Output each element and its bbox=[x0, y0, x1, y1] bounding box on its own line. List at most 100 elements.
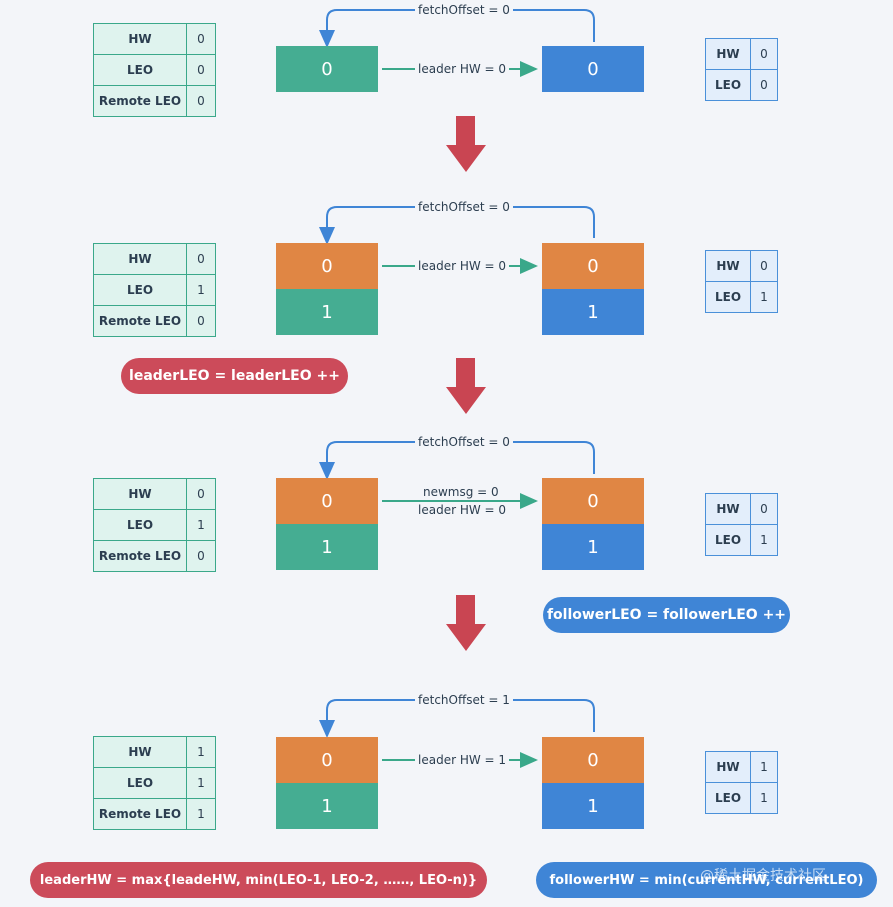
leo-value: 1 bbox=[760, 290, 768, 304]
hw-row: HW 0 bbox=[706, 251, 777, 282]
leader-hw-formula: leaderHW = max{leadeHW, min(LEO-1, LEO-2… bbox=[30, 862, 487, 898]
hw-label: HW bbox=[94, 244, 187, 274]
leo-row: LEO 1 bbox=[706, 282, 777, 312]
leader-hw-label: leader HW = 0 bbox=[415, 62, 510, 76]
remote-leo-value: 0 bbox=[197, 94, 205, 108]
leo-row: LEO 1 bbox=[706, 525, 777, 555]
remote-leo-label: Remote LEO bbox=[94, 306, 187, 336]
hw-value: 0 bbox=[760, 502, 768, 516]
hw-value: 0 bbox=[197, 32, 205, 46]
follower-log-entry: 1 bbox=[542, 524, 644, 570]
leo-value: 1 bbox=[197, 518, 205, 532]
remote-leo-label: Remote LEO bbox=[94, 799, 187, 829]
follower-log-entry: 0 bbox=[542, 737, 644, 783]
leader-log-entry: 1 bbox=[276, 524, 378, 570]
leader-log-entry: 1 bbox=[276, 289, 378, 335]
hw-row: HW 1 bbox=[94, 737, 215, 768]
hw-label: HW bbox=[706, 39, 751, 69]
hw-row: HW 0 bbox=[94, 244, 215, 275]
leader-log-entry: 0 bbox=[276, 243, 378, 289]
remote-leo-label: Remote LEO bbox=[94, 86, 187, 116]
step-arrow-2 bbox=[446, 358, 486, 414]
leo-label: LEO bbox=[94, 510, 187, 540]
remote-leo-row: Remote LEO 0 bbox=[94, 86, 215, 116]
hw-value: 0 bbox=[197, 487, 205, 501]
remote-leo-row: Remote LEO 0 bbox=[94, 541, 215, 571]
leader-register-table: HW 0 LEO 1 Remote LEO 0 bbox=[93, 243, 216, 337]
follower-leo-note: followerLEO = followerLEO ++ bbox=[543, 597, 790, 633]
leader-register-table: HW 0 LEO 1 Remote LEO 0 bbox=[93, 478, 216, 572]
leo-value: 1 bbox=[197, 776, 205, 790]
leo-label: LEO bbox=[706, 525, 751, 555]
leo-row: LEO 1 bbox=[706, 783, 777, 813]
follower-hw-formula: followerHW = min(currentHW, currentLEO) bbox=[536, 862, 877, 898]
follower-register-table: HW 0 LEO 1 bbox=[705, 493, 778, 556]
fetch-offset-label: fetchOffset = 1 bbox=[415, 693, 513, 707]
hw-row: HW 0 bbox=[706, 39, 777, 70]
remote-leo-row: Remote LEO 0 bbox=[94, 306, 215, 336]
hw-label: HW bbox=[706, 251, 751, 281]
leader-log-entry: 1 bbox=[276, 783, 378, 829]
hw-value: 0 bbox=[197, 252, 205, 266]
step-arrow-1 bbox=[446, 116, 486, 172]
leo-label: LEO bbox=[94, 55, 187, 85]
hw-label: HW bbox=[94, 479, 187, 509]
remote-leo-value: 0 bbox=[197, 314, 205, 328]
leo-value: 1 bbox=[760, 791, 768, 805]
leo-row: LEO 0 bbox=[706, 70, 777, 100]
leader-hw-label: leader HW = 0 bbox=[415, 503, 510, 517]
follower-register-table: HW 0 LEO 1 bbox=[705, 250, 778, 313]
remote-leo-label: Remote LEO bbox=[94, 541, 187, 571]
hw-value: 1 bbox=[197, 745, 205, 759]
leo-row: LEO 1 bbox=[94, 768, 215, 799]
follower-log-entry: 0 bbox=[542, 46, 644, 92]
hw-row: HW 0 bbox=[94, 24, 215, 55]
leo-value: 0 bbox=[760, 78, 768, 92]
leader-log-entry: 0 bbox=[276, 46, 378, 92]
leo-value: 1 bbox=[197, 283, 205, 297]
hw-row: HW 0 bbox=[706, 494, 777, 525]
leader-log-entry: 0 bbox=[276, 737, 378, 783]
hw-label: HW bbox=[94, 737, 187, 767]
watermark: @稀土掘金技术社区 bbox=[700, 868, 826, 884]
leader-leo-note: leaderLEO = leaderLEO ++ bbox=[121, 358, 348, 394]
leo-label: LEO bbox=[94, 768, 187, 798]
follower-log-entry: 0 bbox=[542, 478, 644, 524]
remote-leo-value: 1 bbox=[197, 807, 205, 821]
leo-row: LEO 1 bbox=[94, 275, 215, 306]
leader-hw-label: leader HW = 0 bbox=[415, 259, 510, 273]
hw-value: 0 bbox=[760, 47, 768, 61]
follower-register-table: HW 0 LEO 0 bbox=[705, 38, 778, 101]
fetch-offset-label: fetchOffset = 0 bbox=[415, 435, 513, 449]
leo-label: LEO bbox=[706, 70, 751, 100]
remote-leo-row: Remote LEO 1 bbox=[94, 799, 215, 829]
leader-register-table: HW 1 LEO 1 Remote LEO 1 bbox=[93, 736, 216, 830]
step-arrow-3 bbox=[446, 595, 486, 651]
follower-log-entry: 1 bbox=[542, 783, 644, 829]
fetch-offset-label: fetchOffset = 0 bbox=[415, 200, 513, 214]
leo-label: LEO bbox=[94, 275, 187, 305]
follower-log-entry: 1 bbox=[542, 289, 644, 335]
hw-row: HW 1 bbox=[706, 752, 777, 783]
hw-label: HW bbox=[706, 752, 751, 782]
hw-label: HW bbox=[94, 24, 187, 54]
leo-value: 0 bbox=[197, 63, 205, 77]
hw-row: HW 0 bbox=[94, 479, 215, 510]
hw-value: 0 bbox=[760, 259, 768, 273]
leo-value: 1 bbox=[760, 533, 768, 547]
hw-label: HW bbox=[706, 494, 751, 524]
remote-leo-value: 0 bbox=[197, 549, 205, 563]
leo-row: LEO 0 bbox=[94, 55, 215, 86]
follower-register-table: HW 1 LEO 1 bbox=[705, 751, 778, 814]
leo-row: LEO 1 bbox=[94, 510, 215, 541]
leo-label: LEO bbox=[706, 783, 751, 813]
leader-hw-label: leader HW = 1 bbox=[415, 753, 510, 767]
leader-register-table: HW 0 LEO 0 Remote LEO 0 bbox=[93, 23, 216, 117]
leader-log-entry: 0 bbox=[276, 478, 378, 524]
hw-value: 1 bbox=[760, 760, 768, 774]
leo-label: LEO bbox=[706, 282, 751, 312]
fetch-offset-label: fetchOffset = 0 bbox=[415, 3, 513, 17]
newmsg-label: newmsg = 0 bbox=[420, 485, 502, 499]
follower-log-entry: 0 bbox=[542, 243, 644, 289]
